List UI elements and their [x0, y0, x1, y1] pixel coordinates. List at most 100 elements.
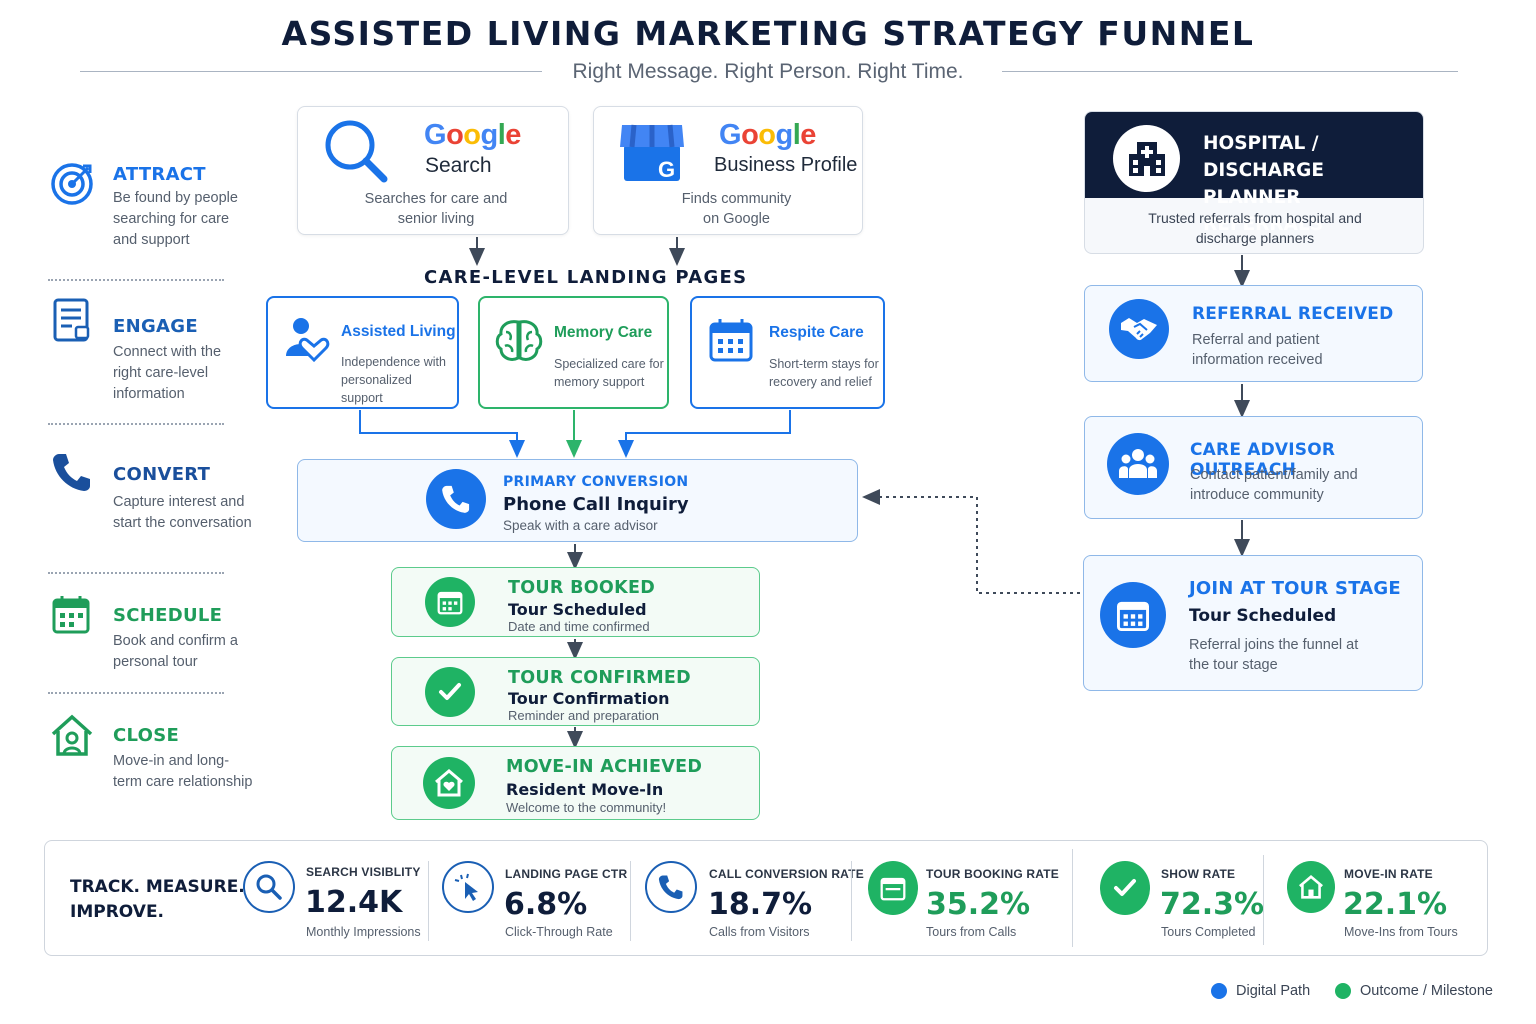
legend-outcome-dot — [1335, 983, 1351, 999]
landing-title: Memory Care — [554, 324, 653, 341]
referral-source-card: HOSPITAL / DISCHARGE PLANNER REFERRALS T… — [1084, 111, 1424, 254]
landing-card-respite-care[interactable]: Respite Care Short-term stays for recove… — [690, 296, 885, 409]
calendar-icon — [868, 861, 918, 915]
calendar-icon — [1100, 582, 1166, 648]
metric-divider — [1072, 849, 1073, 947]
stage-title: CONVERT — [113, 464, 211, 485]
metric-value: 22.1% — [1343, 887, 1448, 922]
metric-sub: Calls from Visitors — [709, 925, 810, 939]
care-advisor-card[interactable]: CARE ADVISOR OUTREACH Contact patient/fa… — [1084, 416, 1423, 519]
search-icon — [243, 861, 295, 913]
document-icon — [53, 298, 90, 342]
stage-divider — [48, 692, 224, 694]
hospital-icon — [1113, 125, 1180, 192]
stage-title: ATTRACT — [113, 164, 206, 185]
metric-sub: Click-Through Rate — [505, 925, 613, 939]
metric-sub: Tours from Calls — [926, 925, 1017, 939]
funnel-kicker: MOVE-IN ACHIEVED — [506, 757, 703, 777]
referral-step-kicker: CARE ADVISOR OUTREACH — [1190, 440, 1336, 480]
metric-divider — [851, 861, 852, 941]
store-icon: G — [620, 124, 684, 182]
google-business-product: Business Profile — [714, 154, 858, 176]
metric-value: 12.4K — [305, 885, 403, 920]
stage-divider — [48, 279, 224, 281]
funnel-main: Tour Confirmation — [508, 689, 670, 708]
metric-value: 18.7% — [708, 887, 813, 922]
metric-label: SHOW RATE — [1161, 867, 1236, 881]
home-heart-icon — [423, 757, 475, 809]
svg-text:G: G — [658, 157, 675, 182]
google-business-desc: Finds community on Google — [681, 191, 792, 227]
referral-step-desc: Referral and patient information receive… — [1192, 332, 1323, 368]
stage-divider — [48, 423, 224, 425]
conversion-sub: Speak with a care advisor — [503, 518, 658, 533]
brain-icon — [495, 320, 543, 361]
metric-sub: Move-Ins from Tours — [1344, 925, 1458, 939]
page-subtitle: Right Message. Right Person. Right Time. — [572, 60, 964, 83]
page-title: ASSISTED LIVING MARKETING STRATEGY FUNNE… — [281, 14, 1255, 53]
tour-booked-card[interactable]: TOUR BOOKED Tour Scheduled Date and time… — [391, 567, 760, 637]
conversion-kicker: PRIMARY CONVERSION — [503, 474, 689, 490]
stage-title: CLOSE — [113, 725, 180, 746]
metric-divider — [630, 861, 631, 941]
calendar-icon — [709, 319, 753, 362]
referral-desc: Trusted referrals from hospital and disc… — [1148, 210, 1362, 246]
funnel-sub: Reminder and preparation — [508, 708, 660, 723]
google-logo: Google — [719, 119, 816, 151]
primary-conversion-card[interactable]: PRIMARY CONVERSION Phone Call Inquiry Sp… — [297, 459, 858, 542]
metric-value: 35.2% — [926, 887, 1031, 922]
calendar-icon — [425, 577, 475, 627]
stage-desc: Book and confirm a personal tour — [113, 633, 238, 670]
metric-label: LANDING PAGE CTR — [505, 867, 628, 881]
referral-header-line-1: HOSPITAL / DISCHARGE — [1203, 133, 1325, 181]
stage-desc: Connect with the right care-level inform… — [113, 344, 222, 402]
stage-desc: Be found by people searching for care an… — [113, 190, 238, 248]
check-icon — [1100, 861, 1150, 915]
stage-engage: ENGAGE Connect with the right care-level… — [50, 298, 250, 418]
funnel-main: Resident Move-In — [506, 780, 664, 799]
home-icon — [51, 714, 93, 756]
stage-close: CLOSE Move-in and long-term care relatio… — [50, 713, 253, 823]
home-icon — [1287, 861, 1335, 913]
metric-value: 6.8% — [504, 887, 588, 922]
legend-digital-dot — [1211, 983, 1227, 999]
stage-desc: Capture interest and start the conversat… — [113, 494, 252, 531]
referral-header: HOSPITAL / DISCHARGE PLANNER REFERRALS — [1203, 130, 1423, 238]
move-in-card[interactable]: MOVE-IN ACHIEVED Resident Move-In Welcom… — [391, 746, 760, 820]
metric-divider — [428, 861, 429, 941]
google-search-desc: Searches for care and senior living — [364, 191, 508, 227]
metric-label: TOUR BOOKING RATE — [926, 867, 1059, 881]
phone-icon — [426, 469, 486, 529]
referral-received-card[interactable]: REFERRAL RECEIVED Referral and patient i… — [1084, 285, 1423, 382]
google-business-card: G Google Business Profile Finds communit… — [593, 106, 863, 235]
metric-label: CALL CONVERSION RATE — [709, 867, 864, 881]
stage-divider — [48, 572, 224, 574]
funnel-sub: Date and time confirmed — [508, 619, 650, 634]
stage-convert: CONVERT Capture interest and start the c… — [50, 450, 252, 560]
legend-digital-label: Digital Path — [1236, 983, 1311, 999]
metric-divider — [1263, 855, 1264, 945]
funnel-kicker: TOUR BOOKED — [508, 578, 656, 598]
referral-step-desc: Contact patient/family and introduce com… — [1190, 467, 1358, 503]
funnel-sub: Welcome to the community! — [506, 800, 667, 815]
referral-step-kicker: REFERRAL RECEIVED — [1192, 304, 1394, 324]
referral-step-main: Tour Scheduled — [1189, 606, 1337, 626]
metrics-heading-line-2: IMPROVE. — [70, 902, 165, 922]
phone-icon — [53, 454, 90, 491]
metrics-heading: TRACK. MEASURE. IMPROVE. — [70, 875, 245, 925]
join-tour-stage-card[interactable]: JOIN AT TOUR STAGE Tour Scheduled Referr… — [1083, 555, 1423, 691]
referral-step-kicker: JOIN AT TOUR STAGE — [1189, 578, 1401, 599]
stage-desc: Move-in and long-term care relationship — [113, 753, 253, 790]
handshake-icon — [1109, 299, 1169, 359]
landing-title: Respite Care — [769, 324, 864, 341]
referral-step-desc: Referral joins the funnel at the tour st… — [1189, 637, 1359, 673]
metric-value: 72.3% — [1160, 887, 1265, 922]
conversion-main: Phone Call Inquiry — [503, 494, 689, 515]
check-icon — [425, 667, 475, 717]
title-rule-right — [1002, 71, 1458, 72]
landing-card-assisted-living[interactable]: Assisted Living Independence with person… — [266, 296, 459, 409]
landing-pages-heading: CARE-LEVEL LANDING PAGES — [424, 267, 748, 288]
metric-sub: Monthly Impressions — [306, 925, 421, 939]
tour-confirmed-card[interactable]: TOUR CONFIRMED Tour Confirmation Reminde… — [391, 657, 760, 726]
landing-card-memory-care[interactable]: Memory Care Specialized care for memory … — [478, 296, 669, 409]
